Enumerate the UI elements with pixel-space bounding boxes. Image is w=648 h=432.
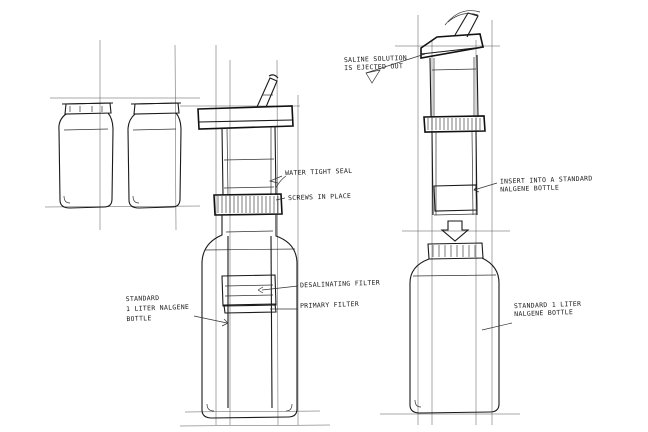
assembled-bottle	[197, 74, 298, 419]
small-bottle-2	[127, 102, 182, 209]
small-bottle-1	[58, 102, 114, 209]
annotation-insert-into: INSERT INTO A STANDARD NALGENE BOTTLE	[499, 174, 593, 194]
annotation-saline-solution: SALINE SOLUTION IS EJECTED OUT	[344, 54, 408, 72]
annotation-standard-bottle-right: STANDARD 1 LITER NALGENE BOTTLE	[513, 299, 582, 319]
leader-lines	[193, 53, 513, 331]
exploded-assembly	[409, 10, 500, 414]
annotation-standard-bottle-left: STANDARD 1 LITER NALGENE BOTTLE	[125, 293, 190, 324]
